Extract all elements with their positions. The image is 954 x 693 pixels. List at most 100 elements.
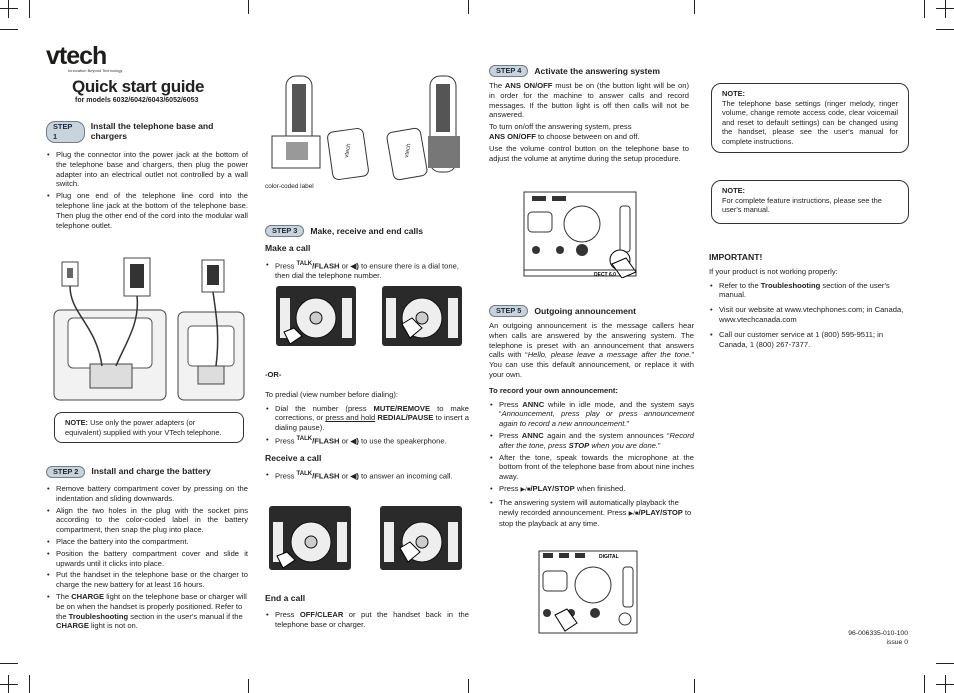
crop-mark bbox=[936, 8, 954, 9]
step4-paragraph: To turn on/off the answering system, pre… bbox=[489, 122, 640, 141]
receive-call-heading: Receive a call bbox=[265, 453, 322, 464]
crop-mark bbox=[924, 675, 925, 693]
step4-paragraph: The ANS ON/OFF must be on (the button li… bbox=[489, 81, 690, 120]
svg-text:DIGITAL: DIGITAL bbox=[599, 554, 619, 560]
list-item: Press TALK/FLASH or ◀) to use the speake… bbox=[265, 435, 469, 446]
crop-mark bbox=[936, 684, 954, 685]
crop-mark bbox=[468, 679, 469, 693]
step1-section: STEP 1 Install the telephone base and ch… bbox=[46, 121, 248, 232]
note-manual: NOTE: For complete feature instructions,… bbox=[711, 180, 909, 224]
crop-mark bbox=[694, 0, 695, 14]
list-item: After the tone, speak towards the microp… bbox=[489, 453, 694, 482]
crop-mark bbox=[0, 8, 18, 9]
step3-pill: STEP 3 bbox=[265, 225, 305, 237]
crop-mark bbox=[936, 663, 954, 664]
step2-section: STEP 2 Install and charge the battery Re… bbox=[46, 466, 248, 633]
list-item: Plug the connector into the power jack a… bbox=[46, 150, 248, 189]
step5-section: STEP 5 Outgoing announcement An outgoing… bbox=[489, 305, 694, 531]
step4-title: Activate the answering system bbox=[534, 66, 660, 76]
handset-keypad-image bbox=[376, 504, 466, 572]
step5-paragraph: An outgoing announcement is the message … bbox=[489, 321, 694, 379]
step1-pill: STEP 1 bbox=[46, 121, 85, 143]
svg-text:vtech: vtech bbox=[404, 143, 412, 158]
step3-section: STEP 3 Make, receive and end calls Make … bbox=[265, 225, 469, 283]
list-item: Press ANNC while in idle mode, and the s… bbox=[489, 400, 694, 429]
handset-keypad-image bbox=[272, 284, 360, 348]
list-item: Press TALK/FLASH or ◀) to ensure there i… bbox=[265, 260, 469, 281]
play-stop-icon: ▶/■ bbox=[628, 510, 639, 517]
base-panel-image: DIGITAL bbox=[537, 549, 639, 635]
list-item: Press ▶/■/PLAY/STOP when finished. bbox=[489, 484, 694, 496]
step4-pill: STEP 4 bbox=[489, 65, 529, 77]
step3-end-call: End a call Press OFF/CLEAR or put the ha… bbox=[265, 593, 469, 631]
note-label: NOTE: bbox=[65, 418, 88, 427]
record-heading: To record your own announcement: bbox=[489, 385, 618, 395]
models-subtitle: for models 6032/6042/6043/6052/6053 bbox=[75, 97, 199, 104]
base-panel-image: DECT 6.0 bbox=[522, 190, 638, 278]
logo-text: vtech bbox=[46, 42, 107, 70]
list-item: Call our customer service at 1 (800) 595… bbox=[709, 330, 911, 350]
battery-installation-illustration: vtech vtech bbox=[271, 75, 460, 181]
or-separator: -OR- bbox=[265, 370, 282, 379]
logo-tagline: Innovation Beyond Technology bbox=[68, 68, 123, 73]
svg-text:vtech: vtech bbox=[344, 143, 352, 158]
step1-title: Install the telephone base and chargers bbox=[90, 121, 214, 141]
crop-mark bbox=[694, 679, 695, 693]
list-item: The CHARGE light on the telephone base o… bbox=[46, 592, 248, 631]
list-item: Plug one end of the telephone line cord … bbox=[46, 191, 248, 230]
handset-keypad-image bbox=[378, 284, 466, 348]
step1-note: NOTE: Use only the power adapters (or eq… bbox=[54, 412, 244, 444]
crop-mark bbox=[248, 679, 249, 693]
document-code: 96-006335-010-100 issue 0 bbox=[848, 630, 908, 646]
play-stop-icon: ▶/■ bbox=[520, 486, 531, 493]
list-item: Press ANNC again and the system announce… bbox=[489, 431, 694, 451]
make-call-heading: Make a call bbox=[265, 243, 311, 253]
list-item: Dial the number (press MUTE/REMOVE to ma… bbox=[265, 404, 469, 433]
note-settings: NOTE: The telephone base settings (ringe… bbox=[711, 83, 909, 153]
step2-title: Install and charge the battery bbox=[91, 466, 211, 476]
handset-keypad-image bbox=[265, 504, 355, 572]
crop-mark bbox=[8, 0, 9, 18]
base-installation-illustration bbox=[53, 257, 245, 401]
step4-paragraph: Use the volume control button on the tel… bbox=[489, 143, 689, 163]
list-item: Place the battery into the compartment. bbox=[46, 537, 248, 547]
list-item: Press TALK/FLASH or ◀) to answer an inco… bbox=[265, 470, 469, 481]
crop-mark bbox=[0, 663, 18, 664]
crop-mark bbox=[924, 0, 925, 18]
step3-predial: -OR- To predial (view number before dial… bbox=[265, 370, 469, 483]
note-text: For complete feature instructions, pleas… bbox=[722, 195, 882, 215]
note-label: NOTE: bbox=[722, 186, 745, 195]
crop-mark bbox=[945, 0, 946, 18]
predial-text: To predial (view number before dialing): bbox=[265, 389, 398, 399]
note-text: The telephone base settings (ringer melo… bbox=[722, 98, 898, 146]
end-call-heading: End a call bbox=[265, 593, 306, 603]
list-item: Put the handset in the telephone base or… bbox=[46, 570, 248, 590]
important-heading: IMPORTANT! bbox=[709, 252, 763, 262]
important-intro: If your product is not working properly: bbox=[709, 266, 838, 276]
crop-mark bbox=[29, 0, 30, 18]
speaker-icon: ◀) bbox=[350, 436, 359, 446]
svg-text:DECT 6.0: DECT 6.0 bbox=[594, 272, 616, 278]
page-title: Quick start guide bbox=[72, 77, 205, 96]
crop-mark bbox=[0, 684, 18, 685]
list-item: The answering system will automatically … bbox=[489, 498, 694, 529]
note-label: NOTE: bbox=[722, 89, 745, 98]
vtech-logo: vtech Innovation Beyond Technology bbox=[46, 42, 123, 74]
crop-mark bbox=[0, 29, 18, 30]
crop-mark bbox=[936, 29, 954, 30]
step4-section: STEP 4 Activate the answering system The… bbox=[489, 65, 689, 163]
list-item: Press OFF/CLEAR or put the handset back … bbox=[265, 610, 469, 630]
step5-title: Outgoing announcement bbox=[534, 306, 637, 316]
step5-pill: STEP 5 bbox=[489, 305, 529, 317]
list-item: Remove battery compartment cover by pres… bbox=[46, 484, 248, 504]
important-section: IMPORTANT! If your product is not workin… bbox=[709, 252, 911, 351]
speaker-icon: ◀) bbox=[350, 471, 359, 481]
crop-mark bbox=[29, 675, 30, 693]
list-item[interactable]: Visit our website at www.vtechphones.com… bbox=[709, 305, 911, 325]
crop-mark bbox=[248, 0, 249, 14]
crop-mark bbox=[468, 0, 469, 14]
list-item: Position the battery compartment cover a… bbox=[46, 549, 248, 569]
step3-title: Make, receive and end calls bbox=[310, 226, 424, 236]
list-item: Refer to the Troubleshooting section of … bbox=[709, 281, 911, 301]
step2-pill: STEP 2 bbox=[46, 466, 86, 478]
